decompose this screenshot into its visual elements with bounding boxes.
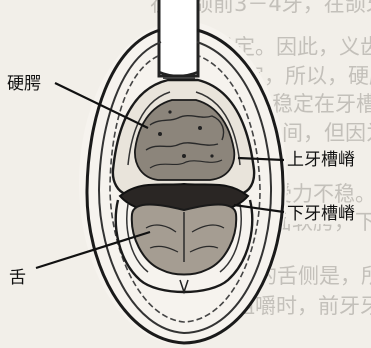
- label-tongue: 舌: [8, 268, 27, 288]
- retractor-instrument: [159, 0, 198, 78]
- label-lower-alveolar-ridge: 下牙槽嵴: [286, 204, 356, 224]
- label-upper-alveolar-ridge: 上牙槽嵴: [286, 150, 356, 170]
- label-hard-palate: 硬腭: [6, 74, 42, 94]
